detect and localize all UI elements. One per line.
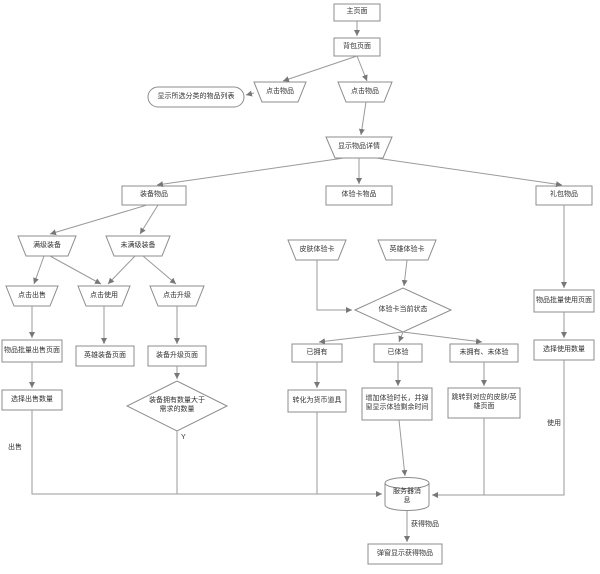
shape-skin-card bbox=[287, 239, 347, 261]
connectors bbox=[29, 21, 567, 542]
shape-max-equip bbox=[17, 235, 77, 257]
shape-jump-page bbox=[447, 387, 521, 419]
shape-hero-equip-page bbox=[75, 345, 135, 367]
shape-click-item-left bbox=[253, 81, 307, 103]
edge-status-to-owned bbox=[318, 331, 404, 345]
shape-equip-items bbox=[121, 185, 187, 206]
edge-backpack-to-clickitem-left bbox=[282, 55, 358, 82]
shape-add-duration bbox=[361, 387, 433, 421]
edge-skincard-to-status bbox=[316, 260, 352, 313]
shape-batch-use-page bbox=[533, 289, 595, 313]
edge-addduration-to-server bbox=[398, 419, 408, 477]
edge-detail-to-gift bbox=[375, 157, 563, 188]
shape-exp-card-items bbox=[325, 185, 393, 206]
shape-hero-card bbox=[377, 239, 437, 261]
shape-upgrade-page bbox=[147, 345, 207, 367]
edge-status-to-notowned bbox=[402, 331, 483, 345]
edge-detail-to-equip bbox=[156, 157, 345, 188]
shape-show-category-list bbox=[147, 86, 245, 108]
edge-notmax-to-upgrade bbox=[142, 255, 177, 285]
edge-equip-to-maxequip bbox=[49, 204, 148, 236]
edge-useqty-to-server bbox=[432, 360, 565, 498]
shape-click-item-right bbox=[337, 81, 393, 103]
edge-clickitem-to-detail bbox=[358, 101, 367, 136]
shape-not-owned bbox=[449, 343, 519, 363]
shape-convert-currency bbox=[287, 389, 347, 413]
shape-experienced bbox=[373, 343, 423, 363]
shape-click-upgrade bbox=[149, 285, 205, 307]
edge-status-to-experienced bbox=[398, 331, 405, 343]
shape-server-msg-cylinder-top bbox=[384, 477, 430, 489]
edge-maxequip-to-use bbox=[49, 255, 102, 285]
shape-batch-sell-page bbox=[1, 339, 63, 363]
edge-equip-to-notmax bbox=[139, 204, 159, 235]
shape-card-status-diamond bbox=[353, 287, 453, 333]
shape-main-page bbox=[333, 3, 381, 22]
shape-click-sell bbox=[5, 285, 59, 307]
edge-clickitem-to-categorylist bbox=[245, 90, 255, 97]
shape-qty-check-diamond bbox=[125, 380, 229, 432]
edge-maxequip-to-sell bbox=[33, 255, 45, 285]
edge-backpack-to-clickitem-right bbox=[356, 55, 368, 82]
shape-server-msg-cylinder bbox=[384, 483, 430, 511]
node-shapes bbox=[1, 3, 595, 565]
shape-select-sell-qty bbox=[1, 389, 63, 411]
shape-select-use-qty bbox=[533, 339, 595, 361]
shape-owned bbox=[291, 343, 343, 363]
shape-click-use bbox=[77, 285, 131, 307]
shape-not-max-equip bbox=[105, 235, 171, 257]
edge-sellqty-to-server bbox=[31, 410, 382, 497]
edge-herocard-to-status bbox=[401, 259, 408, 287]
shape-gift-items bbox=[535, 185, 593, 206]
shape-show-item-detail bbox=[325, 136, 393, 159]
shape-backpack-page bbox=[333, 37, 381, 57]
edge-notmax-to-use bbox=[107, 255, 136, 285]
shape-popup-items bbox=[367, 543, 443, 565]
